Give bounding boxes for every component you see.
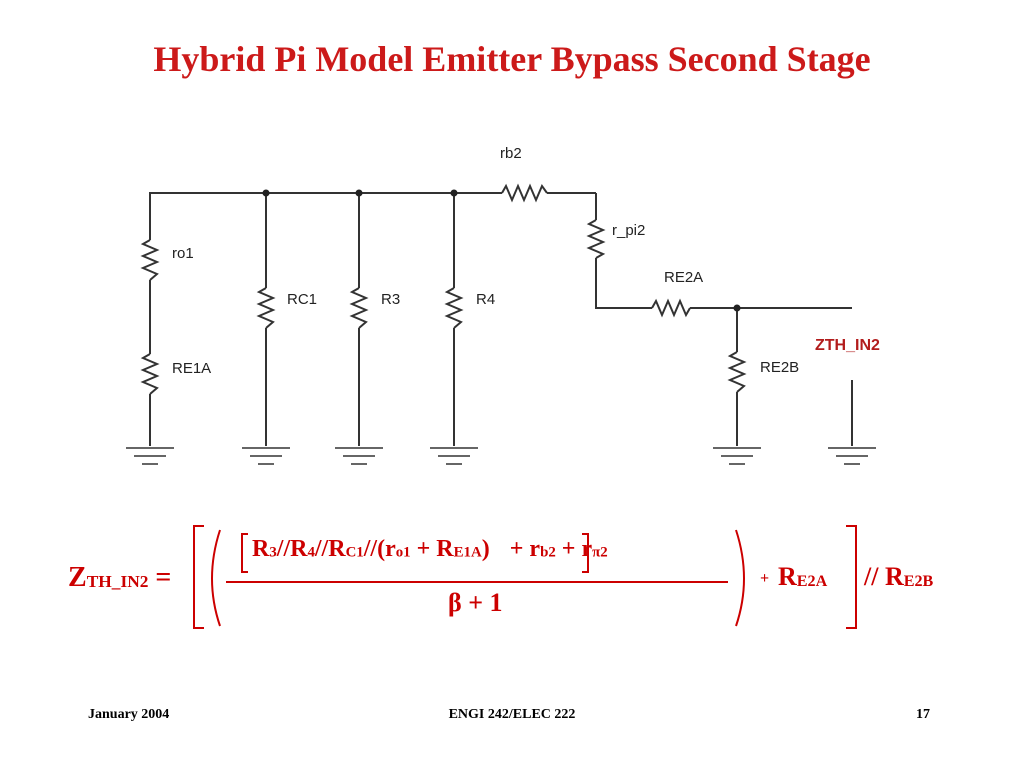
rpi2-label: r_pi2 xyxy=(612,222,645,239)
r3-label: R3 xyxy=(381,291,400,308)
num-sub-4: 4 xyxy=(307,544,315,561)
num-plus-r: + r xyxy=(509,536,541,562)
num-sub-b2: b2 xyxy=(540,544,556,561)
equation-lhs: ZTH_IN2 = xyxy=(68,562,171,594)
r3-resistor xyxy=(349,287,369,329)
ground-symbol xyxy=(126,447,174,465)
re2b-sub: E2B xyxy=(903,572,934,590)
lhs-z: Z xyxy=(68,562,87,593)
ground-symbol xyxy=(242,447,290,465)
ground-symbol xyxy=(828,447,876,465)
num-sub-pi2: π2 xyxy=(592,544,608,561)
rpi2-bottom-wire xyxy=(595,258,652,309)
rb2-label: rb2 xyxy=(500,145,522,162)
num-parallel: //(r xyxy=(363,536,396,562)
equation-denominator: β + 1 xyxy=(448,588,503,617)
ground-symbol xyxy=(430,447,478,465)
equals-sign: = xyxy=(155,562,172,593)
rpi2-resistor xyxy=(586,219,606,259)
equation-re2a: RE2A xyxy=(778,562,827,592)
num-sub-e1a: E1A xyxy=(453,544,482,561)
num-sub-c1: C1 xyxy=(345,544,364,561)
re2a-resistor xyxy=(651,298,691,318)
footer-date: January 2004 xyxy=(88,707,170,722)
ground-symbol xyxy=(713,447,761,465)
ground-symbol xyxy=(335,447,383,465)
r4-label: R4 xyxy=(476,291,495,308)
re1a-label: RE1A xyxy=(172,360,211,377)
num-sub-3: 3 xyxy=(269,544,277,561)
re2a-label: RE2A xyxy=(664,269,703,286)
equation-brackets xyxy=(193,525,857,629)
re1a-resistor xyxy=(140,353,160,395)
equation-plus: + xyxy=(760,570,770,587)
junction-dot xyxy=(262,189,270,197)
equation-numerator: R3//R4//RC1//(ro1 + RE1A) + rb2 + rπ2 xyxy=(252,536,608,563)
re2b-parallel-r: // R xyxy=(864,562,904,591)
junction-dot xyxy=(355,189,363,197)
num-parallel: //R xyxy=(276,536,308,562)
re2b-resistor xyxy=(727,351,747,393)
junction-dot xyxy=(450,189,458,197)
ro1-resistor xyxy=(140,239,160,281)
rc1-label: RC1 xyxy=(287,291,317,308)
r4-resistor xyxy=(444,287,464,329)
footer-page-number: 17 xyxy=(916,707,930,722)
num-sub-o1: o1 xyxy=(395,544,411,561)
re2b-label: RE2B xyxy=(760,359,799,376)
num-close-paren: ) xyxy=(481,536,490,562)
ro1-label: ro1 xyxy=(172,245,194,262)
lhs-subscript: TH_IN2 xyxy=(86,571,149,591)
num-plus-r: + r xyxy=(561,536,593,562)
re2a-r: R xyxy=(778,562,797,591)
re2a-sub: E2A xyxy=(796,572,828,590)
num-parallel: //R xyxy=(314,536,346,562)
equation-re2b: // RE2B xyxy=(864,562,933,592)
slide-title: Hybrid Pi Model Emitter Bypass Second St… xyxy=(153,39,871,79)
footer-course: ENGI 242/ELEC 222 xyxy=(448,707,576,722)
rc1-resistor xyxy=(256,287,276,329)
num-r: R xyxy=(252,536,270,562)
top-rail-wire xyxy=(149,192,502,240)
junction-dot xyxy=(733,304,741,312)
zth-label: ZTH_IN2 xyxy=(815,337,880,354)
num-plus-r: + R xyxy=(410,536,454,562)
rb2-resistor xyxy=(501,183,548,203)
